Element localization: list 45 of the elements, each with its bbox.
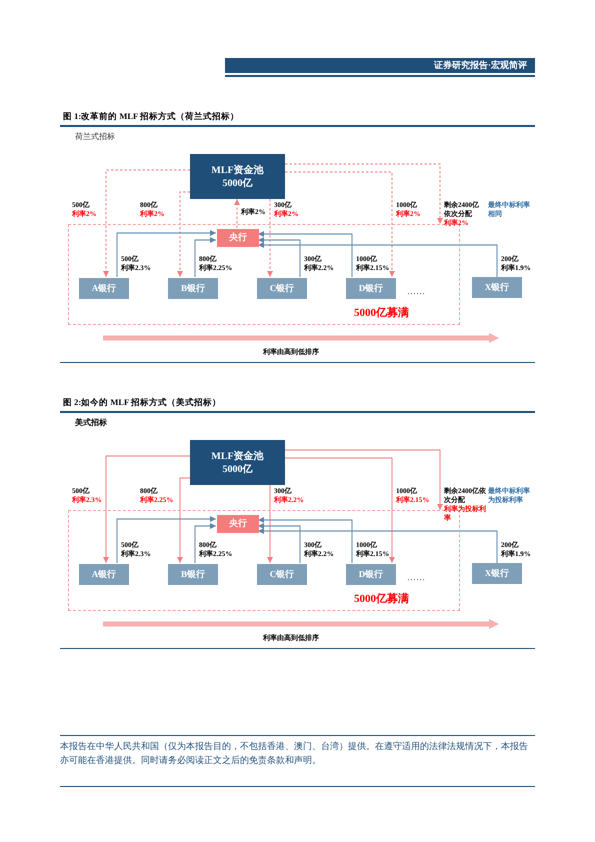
disclaimer-text: 本报告在中华人民共和国（仅为本报告目的，不包括香港、澳门、台湾）提供。在遵守适用的法律法规情况下，本报告亦可能在香港提供。同时请务必阅读正文之后的免责条款和声明。 — [60, 740, 529, 767]
central-bank-box: 央行 — [217, 229, 259, 247]
arrow — [194, 237, 216, 278]
arrow — [284, 172, 395, 278]
figure-title: 图 1:改革前的 MLF 招标方式（荷兰式招标） — [63, 111, 240, 123]
arrow — [234, 198, 240, 228]
arrow — [267, 198, 273, 278]
arrow — [258, 237, 300, 278]
ellipsis-text: …… — [407, 572, 425, 582]
arrow — [284, 458, 395, 564]
total-label: 5000亿募满 — [354, 306, 409, 320]
figure-title: 图 2:如今的 MLF 招标方式（美式招标） — [63, 397, 222, 409]
arrow — [116, 230, 216, 278]
bank-box: A银行 — [79, 564, 129, 585]
bank-box: X银行 — [472, 277, 522, 298]
bank-box: D银行 — [346, 564, 396, 585]
fund-pool-box: MLF资金池 5000亿 — [190, 154, 285, 199]
arrow — [258, 517, 352, 564]
bank-box: B银行 — [168, 278, 218, 299]
arrow — [258, 523, 300, 564]
arrow — [258, 231, 352, 278]
arrow — [258, 242, 498, 278]
bank-box: A银行 — [79, 278, 129, 299]
bank-box: C银行 — [257, 564, 307, 585]
total-label: 5000亿募满 — [354, 592, 409, 606]
bank-box: D银行 — [346, 278, 396, 299]
subtitle: 美式招标 — [75, 417, 107, 428]
fund-pool-box: MLF资金池 5000亿 — [190, 440, 285, 485]
arrow — [116, 516, 216, 564]
arrow — [267, 484, 273, 564]
bank-box: B银行 — [168, 564, 218, 585]
arrow — [103, 456, 190, 564]
arrow — [284, 164, 443, 224]
subtitle: 荷兰式招标 — [75, 131, 115, 142]
arrow — [194, 523, 216, 564]
report-type-banner: 证券研究报告·宏观简评 — [225, 58, 535, 73]
bank-box: C银行 — [257, 278, 307, 299]
ellipsis-text: …… — [407, 286, 425, 296]
bank-box: X银行 — [472, 563, 522, 584]
arrow — [258, 528, 498, 564]
arrow — [177, 478, 190, 564]
arrow — [103, 170, 190, 278]
arrow — [284, 450, 443, 510]
arrow — [177, 192, 190, 278]
central-bank-box: 央行 — [217, 515, 259, 533]
